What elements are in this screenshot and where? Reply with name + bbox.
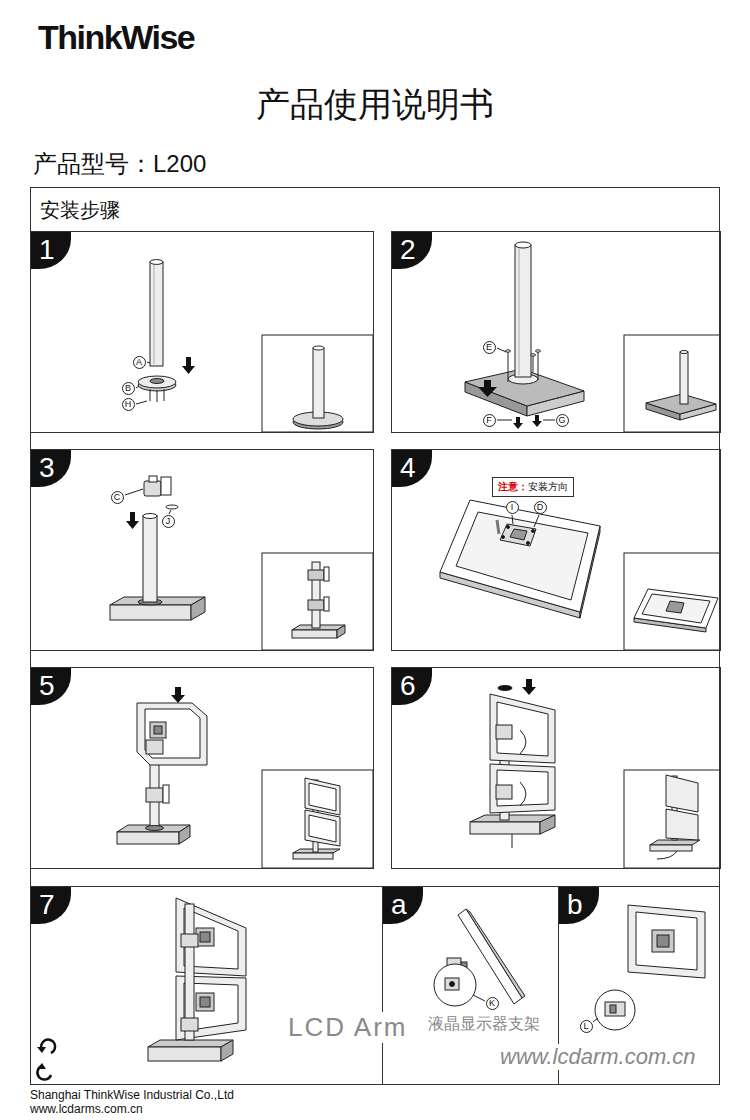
step-panel: 7 <box>30 886 383 1085</box>
step-panel: 5 <box>30 667 374 869</box>
footer-company: Shanghai ThinkWise Industrial Co.,Ltd <box>30 1088 234 1102</box>
part-letter: D <box>534 501 547 514</box>
step-number: 7 <box>31 887 71 924</box>
step-number: 6 <box>392 668 432 705</box>
step-number: b <box>559 887 599 924</box>
step-panel: 2 <box>391 231 721 433</box>
part-letter: K <box>486 997 499 1010</box>
step-panel: 6 <box>391 667 721 869</box>
part-letter: C <box>111 491 124 504</box>
page-title: 产品使用说明书 <box>0 82 750 128</box>
part-letter: I <box>506 501 519 514</box>
step-number: 3 <box>31 450 71 487</box>
part-letter: L <box>580 1020 593 1033</box>
footer-url: www.lcdarms.com.cn <box>30 1102 143 1116</box>
watermark: www.lcdarm.com.cn <box>500 1044 696 1070</box>
step-number: 4 <box>392 450 432 487</box>
part-letter: E <box>483 341 496 354</box>
watermark: 液晶显示器支架 <box>428 1014 540 1035</box>
steps-frame: 安装步骤 1 2 3 4 注意：安装方向 5 6 7 a b <box>30 187 720 1085</box>
step-panel: 1 <box>30 231 374 433</box>
part-letter: B <box>122 382 135 395</box>
part-letter: A <box>133 356 146 369</box>
step-panel: 3 <box>30 449 374 651</box>
part-letter: G <box>556 414 569 427</box>
part-letter: F <box>483 414 496 427</box>
step-number: 2 <box>392 232 432 269</box>
note-box: 注意：安装方向 <box>492 477 574 497</box>
brand-logo: ThinkWise <box>38 18 194 57</box>
step-number: 1 <box>31 232 71 269</box>
model-number: 产品型号：L200 <box>33 148 206 180</box>
section-heading: 安装步骤 <box>40 197 120 224</box>
note-warning: 注意： <box>498 481 528 492</box>
note-text: 安装方向 <box>528 481 568 492</box>
part-letter: J <box>162 515 175 528</box>
part-letter: H <box>122 398 135 411</box>
step-panel: 4 注意：安装方向 <box>391 449 721 651</box>
watermark: LCD Arm <box>288 1012 407 1043</box>
step-number: 5 <box>31 668 71 705</box>
step-number: a <box>383 887 423 924</box>
